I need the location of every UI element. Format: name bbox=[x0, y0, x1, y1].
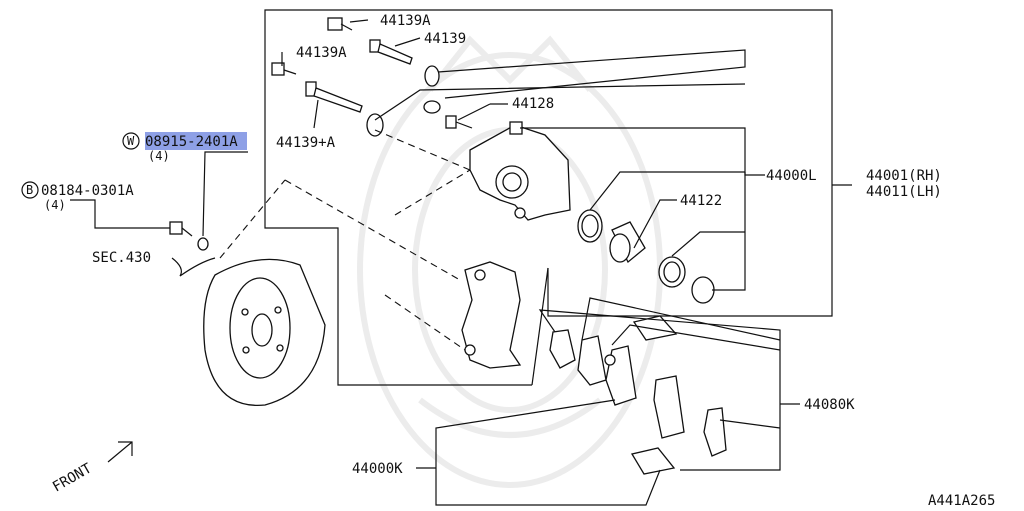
caliper-body bbox=[469, 121, 571, 221]
part-number-highlight bbox=[145, 132, 247, 150]
washer-symbol: W bbox=[127, 134, 135, 148]
label-washer-qty: (4) bbox=[148, 149, 170, 163]
leader-lines bbox=[70, 19, 852, 506]
mounting-bolt-and-washer bbox=[169, 221, 209, 251]
label-front: FRONT bbox=[50, 460, 95, 495]
assembly-frame bbox=[264, 9, 833, 386]
disc-backing-plate bbox=[203, 258, 326, 407]
label-44122: 44122 bbox=[680, 193, 722, 209]
label-44080k: 44080K bbox=[804, 397, 855, 413]
label-44139-plus-a: 44139+A bbox=[276, 135, 336, 151]
label-44000k: 44000K bbox=[352, 461, 403, 477]
alignment-dashes bbox=[219, 129, 471, 351]
caliper-bracket bbox=[461, 261, 522, 369]
watermark-emblem bbox=[357, 35, 663, 488]
bolt-symbol-circle bbox=[21, 181, 39, 199]
bolt-symbol: B bbox=[26, 183, 33, 197]
label-bolt-qty: (4) bbox=[44, 198, 66, 212]
label-08184-0301a: 08184-0301A bbox=[41, 183, 134, 199]
label-44139: 44139 bbox=[424, 31, 466, 47]
label-44011-lh: 44011(LH) bbox=[866, 184, 942, 200]
label-44139a-top: 44139A bbox=[380, 13, 431, 29]
reference-code: A441A265 bbox=[928, 493, 995, 509]
washer-symbol-circle bbox=[122, 132, 140, 150]
label-44000l: 44000L bbox=[766, 168, 817, 184]
brake-pads-and-clips bbox=[549, 315, 727, 475]
label-sec-430: SEC.430 bbox=[92, 250, 151, 266]
guide-pins bbox=[271, 17, 473, 137]
label-08915-2401a: 08915-2401A bbox=[145, 134, 238, 150]
piston-and-seals bbox=[577, 209, 715, 304]
label-44128: 44128 bbox=[512, 96, 554, 112]
label-44001-rh: 44001(RH) bbox=[866, 168, 942, 184]
label-44139a-left: 44139A bbox=[296, 45, 347, 61]
front-arrow-icon bbox=[107, 441, 133, 463]
